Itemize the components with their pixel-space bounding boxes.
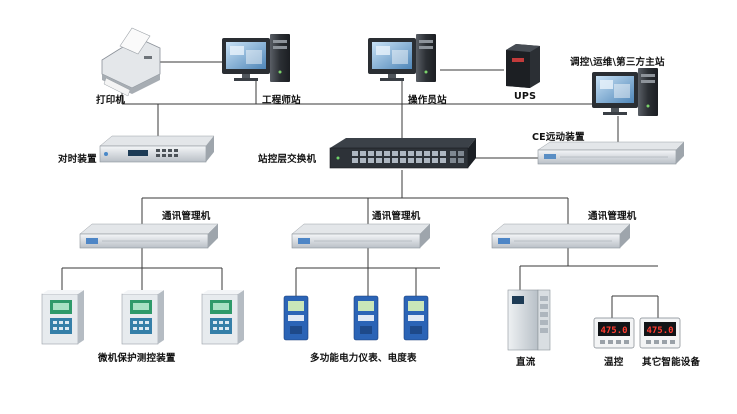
switch-port <box>384 151 390 156</box>
connection-lines <box>61 61 659 318</box>
comm-manager-1-icon <box>79 223 219 249</box>
operator-workstation-icon <box>368 34 436 82</box>
protection-device-3-icon <box>201 290 244 345</box>
temp-control-label: 温控 <box>604 357 624 368</box>
comm-manager-1-label: 通讯管理机 <box>162 211 211 222</box>
time-sync-label: 对时装置 <box>58 154 97 165</box>
remote-station-label: 调控\运维\第三方主站 <box>570 57 665 68</box>
printer-label: 打印机 <box>96 95 126 106</box>
switch-port <box>368 158 374 163</box>
switch-port <box>360 151 366 156</box>
station-switch-label: 站控层交换机 <box>258 154 317 165</box>
switch-port <box>392 158 398 163</box>
other-devices-label: 其它智能设备 <box>642 357 701 368</box>
ups-label: UPS <box>514 91 537 102</box>
remote-master-station-icon <box>592 68 658 116</box>
switch-port <box>392 151 398 156</box>
switch-port <box>408 151 414 156</box>
switch-port <box>360 158 366 163</box>
protection-devices-label: 微机保护测控装置 <box>98 353 176 364</box>
switch-port <box>416 151 422 156</box>
dc-label: 直流 <box>516 357 536 368</box>
temp-controller-readout: 475.0 <box>600 326 627 336</box>
station-switch-icon <box>329 138 476 169</box>
comm-manager-3-icon <box>491 223 631 249</box>
switch-port <box>368 151 374 156</box>
telecontrol-device-icon <box>537 141 685 165</box>
switch-port <box>400 158 406 163</box>
temp-controller-icon: 475.0 <box>593 317 635 349</box>
printer-icon <box>101 27 161 97</box>
switch-uplink-port <box>458 158 464 163</box>
switch-port <box>408 158 414 163</box>
switch-port <box>424 151 430 156</box>
meters-label: 多功能电力仪表、电度表 <box>310 353 417 364</box>
switch-uplink-port <box>450 158 456 163</box>
dc-cabinet-icon <box>507 289 551 351</box>
ups-icon <box>506 44 540 88</box>
switch-port <box>352 151 358 156</box>
power-meter-1-icon <box>283 295 309 341</box>
switch-ports <box>352 151 464 163</box>
other-device-readout: 475.0 <box>646 326 673 336</box>
other-smart-device-icon: 475.0 <box>639 317 681 349</box>
switch-port <box>424 158 430 163</box>
switch-uplink-port <box>450 151 456 156</box>
protection-device-2-icon <box>121 290 164 345</box>
power-meter-2-icon <box>353 295 379 341</box>
switch-port <box>440 151 446 156</box>
comm-manager-3-label: 通讯管理机 <box>588 211 637 222</box>
switch-port <box>400 151 406 156</box>
operator-station-label: 操作员站 <box>408 95 447 106</box>
protection-device-1-icon <box>41 290 84 345</box>
switch-uplink-port <box>458 151 464 156</box>
time-sync-device-icon <box>99 135 215 163</box>
switch-port <box>432 151 438 156</box>
power-meter-3-icon <box>403 295 429 341</box>
switch-port <box>432 158 438 163</box>
comm-manager-2-icon <box>291 223 431 249</box>
switch-port <box>416 158 422 163</box>
telecontrol-label: CE远动装置 <box>532 132 585 143</box>
switch-port <box>440 158 446 163</box>
switch-port <box>376 158 382 163</box>
switch-port <box>352 158 358 163</box>
engineer-workstation-icon <box>222 34 290 82</box>
switch-port <box>384 158 390 163</box>
switch-port <box>376 151 382 156</box>
engineer-station-label: 工程师站 <box>262 95 301 106</box>
comm-manager-2-label: 通讯管理机 <box>372 211 421 222</box>
